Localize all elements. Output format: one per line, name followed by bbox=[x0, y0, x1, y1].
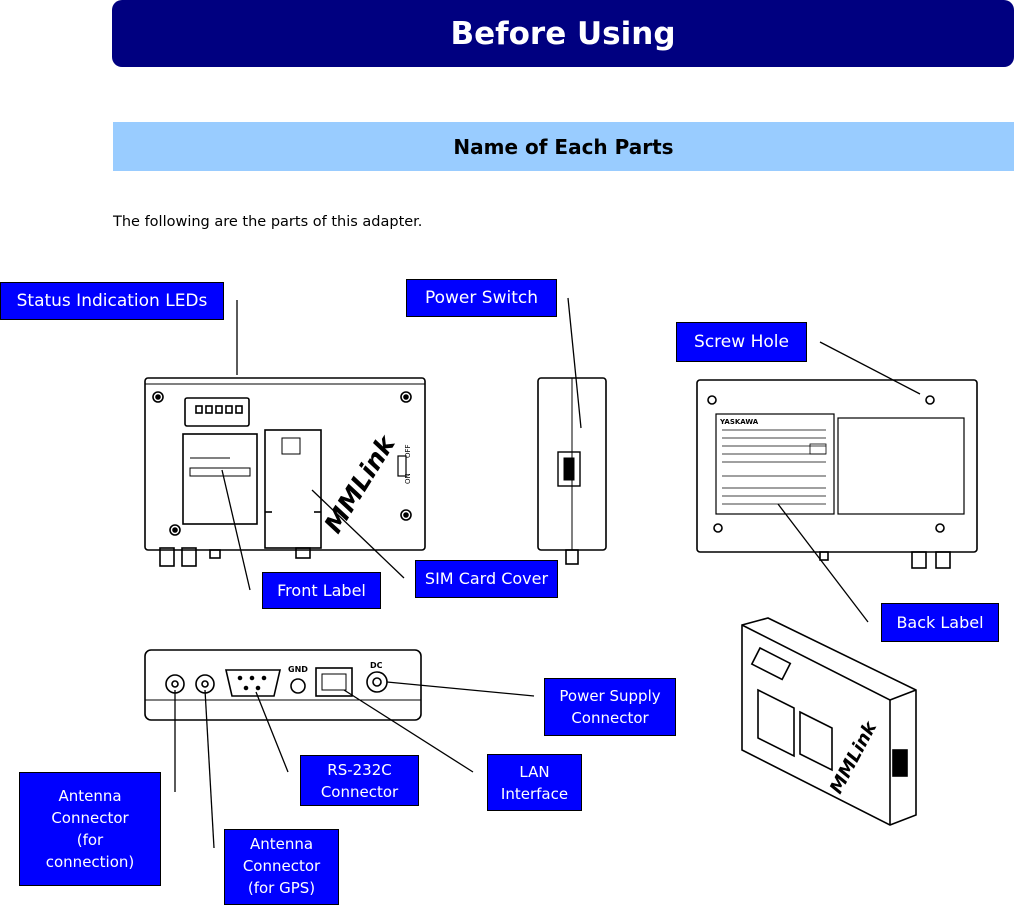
front-brand-mark: MMLink bbox=[318, 429, 401, 538]
front-view bbox=[144, 377, 426, 567]
gnd-mark: GND bbox=[288, 665, 308, 674]
antenna-gps-label: Antenna Connector (for GPS) bbox=[224, 829, 339, 905]
page-banner: Before Using bbox=[112, 0, 1014, 67]
dc-mark: DC bbox=[370, 661, 383, 670]
switch-on-label: ON bbox=[404, 473, 412, 484]
lan-label: LAN Interface bbox=[487, 754, 582, 811]
front-label-label: Front Label bbox=[262, 572, 381, 609]
rs232c-label: RS-232C Connector bbox=[300, 755, 419, 806]
section-header: Name of Each Parts bbox=[113, 122, 1014, 171]
back-maker-mark: YASKAWA bbox=[719, 418, 759, 426]
perspective-brand-mark: MMLink bbox=[826, 717, 882, 797]
switch-off-label: OFF bbox=[404, 444, 412, 458]
power-switch-label: Power Switch bbox=[406, 279, 557, 317]
perspective-view bbox=[741, 617, 917, 826]
leader-lines bbox=[174, 297, 921, 849]
sim-cover-label: SIM Card Cover bbox=[415, 560, 558, 598]
screw-hole-label: Screw Hole bbox=[676, 322, 807, 362]
side-view bbox=[537, 377, 607, 565]
intro-text: The following are the parts of this adap… bbox=[113, 214, 423, 230]
antenna-connection-label: Antenna Connector (for connection) bbox=[19, 772, 161, 886]
status-leds-label: Status Indication LEDs bbox=[0, 282, 224, 320]
back-view bbox=[696, 379, 978, 569]
section-title: Name of Each Parts bbox=[453, 134, 674, 159]
connector-view bbox=[144, 649, 422, 721]
back-label-label: Back Label bbox=[881, 603, 999, 642]
banner-title: Before Using bbox=[450, 15, 676, 52]
power-supply-label: Power Supply Connector bbox=[544, 678, 676, 736]
